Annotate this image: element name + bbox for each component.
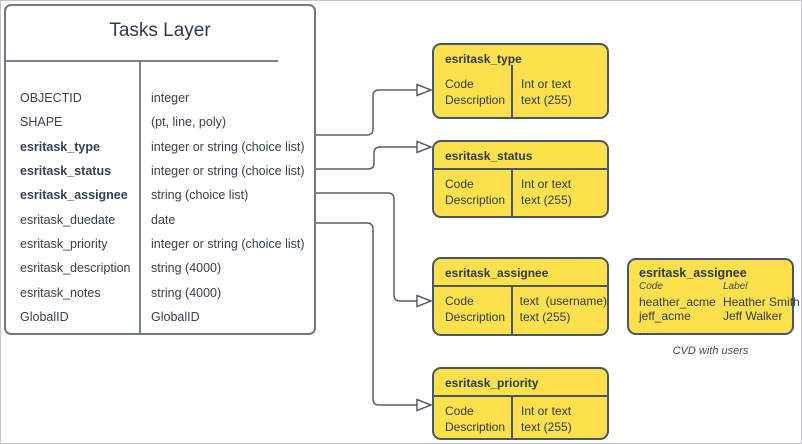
- cvd-users-box: esritask_assignee Code Label heather_acm…: [627, 258, 800, 338]
- field-type: integer or string (choice list): [151, 164, 305, 179]
- field-name: GlobalID: [20, 309, 69, 324]
- table-row: SHAPE (pt, line, poly): [6, 110, 314, 134]
- arrowhead-assignee-icon: [416, 294, 434, 308]
- domain-code-column: Code Description: [445, 404, 506, 434]
- connector-assignee: [315, 192, 417, 302]
- connector-status: [315, 146, 417, 170]
- field-type: (pt, line, poly): [151, 115, 227, 130]
- domain-box-title: esritask_type: [445, 52, 522, 66]
- domain-box-assignee: esritask_assignee Code Description text …: [432, 257, 609, 336]
- arrowhead-type-icon: [416, 83, 434, 97]
- connector-priority: [315, 222, 417, 406]
- field-type: GlobalID: [151, 309, 200, 324]
- cvd-user-label: Heather Smith: [723, 294, 800, 309]
- field-type: integer or string (choice list): [151, 236, 305, 251]
- table-row: esritask_description string (4000): [6, 256, 314, 280]
- field-name: esritask_description: [20, 261, 131, 276]
- domain-code-column: Code Description: [445, 294, 506, 324]
- table-row: OBJECTID integer: [6, 86, 314, 110]
- table-row: esritask_type integer or string (choice l…: [6, 135, 314, 159]
- domain-box-divider: [511, 65, 513, 117]
- cvd-code-header: Code: [639, 281, 663, 292]
- domain-type-column: Int or text text (255): [521, 177, 572, 207]
- field-name: esritask_duedate: [20, 212, 116, 227]
- table-row: esritask_duedate date: [6, 207, 314, 231]
- domain-box-priority: esritask_priority Code Description Int o…: [432, 367, 609, 440]
- table-row: esritask_status integer or string (choice…: [6, 159, 314, 183]
- cvd-caption: CVD with users: [672, 345, 749, 357]
- cvd-box-title: esritask_assignee: [639, 266, 747, 280]
- arrowhead-status-icon: [416, 140, 434, 154]
- cvd-user-label: Jeff Walker: [723, 309, 783, 323]
- field-type: integer or string (choice list): [151, 139, 305, 154]
- field-name: esritask_priority: [20, 236, 108, 251]
- domain-code-column: Code Description: [445, 77, 506, 107]
- domain-box-divider: [511, 395, 513, 438]
- field-type: string (choice list): [151, 188, 249, 203]
- column-divider: [139, 60, 141, 333]
- field-name: esritask_status: [20, 164, 112, 179]
- table-row: esritask_notes string (4000): [6, 280, 314, 304]
- table-row: esritask_assignee string (choice list): [6, 183, 314, 207]
- field-type: date: [151, 212, 176, 227]
- field-name: SHAPE: [20, 115, 63, 130]
- domain-box-underline: [434, 285, 607, 287]
- field-name: esritask_type: [20, 139, 100, 154]
- domain-box-divider: [511, 168, 513, 216]
- domain-box-divider: [511, 285, 513, 334]
- table-title: Tasks Layer: [109, 20, 211, 41]
- field-name: OBJECTID: [20, 91, 82, 106]
- field-type: string (4000): [151, 261, 222, 276]
- field-type: string (4000): [151, 285, 222, 300]
- title-underline: [6, 60, 278, 62]
- cvd-user-code: jeff_acme: [639, 309, 691, 323]
- domain-box-underline: [434, 395, 607, 397]
- table-row: GlobalID GlobalID: [6, 305, 314, 329]
- domain-box-underline: [434, 168, 607, 170]
- arrowhead-priority-icon: [416, 398, 434, 412]
- cvd-user-list: Code Label heather_acme Heather Smith je…: [639, 280, 800, 324]
- domain-box-type: esritask_type Code Description Int or te…: [432, 43, 609, 119]
- domain-type-column: text (username) text (255): [519, 294, 607, 324]
- domain-box-title: esritask_priority: [445, 376, 539, 390]
- domain-code-column: Code Description: [445, 177, 506, 207]
- cvd-label-header: Label: [723, 281, 748, 292]
- table-row: esritask_priority integer or string (choi…: [6, 232, 314, 256]
- cvd-ellipsis: ....: [639, 323, 653, 338]
- domain-box-title: esritask_assignee: [445, 266, 549, 280]
- domain-type-column: Int or text text (255): [521, 77, 572, 107]
- domain-box-title: esritask_status: [445, 149, 533, 163]
- domain-type-column: Int or text text (255): [521, 404, 572, 434]
- cvd-user-code: heather_acme: [639, 294, 716, 309]
- connector-type: [315, 89, 417, 136]
- field-type: integer: [151, 91, 190, 106]
- domain-box-status: esritask_status Code Description Int or …: [432, 140, 609, 218]
- field-name: esritask_assignee: [20, 188, 128, 203]
- field-name: esritask_notes: [20, 285, 101, 300]
